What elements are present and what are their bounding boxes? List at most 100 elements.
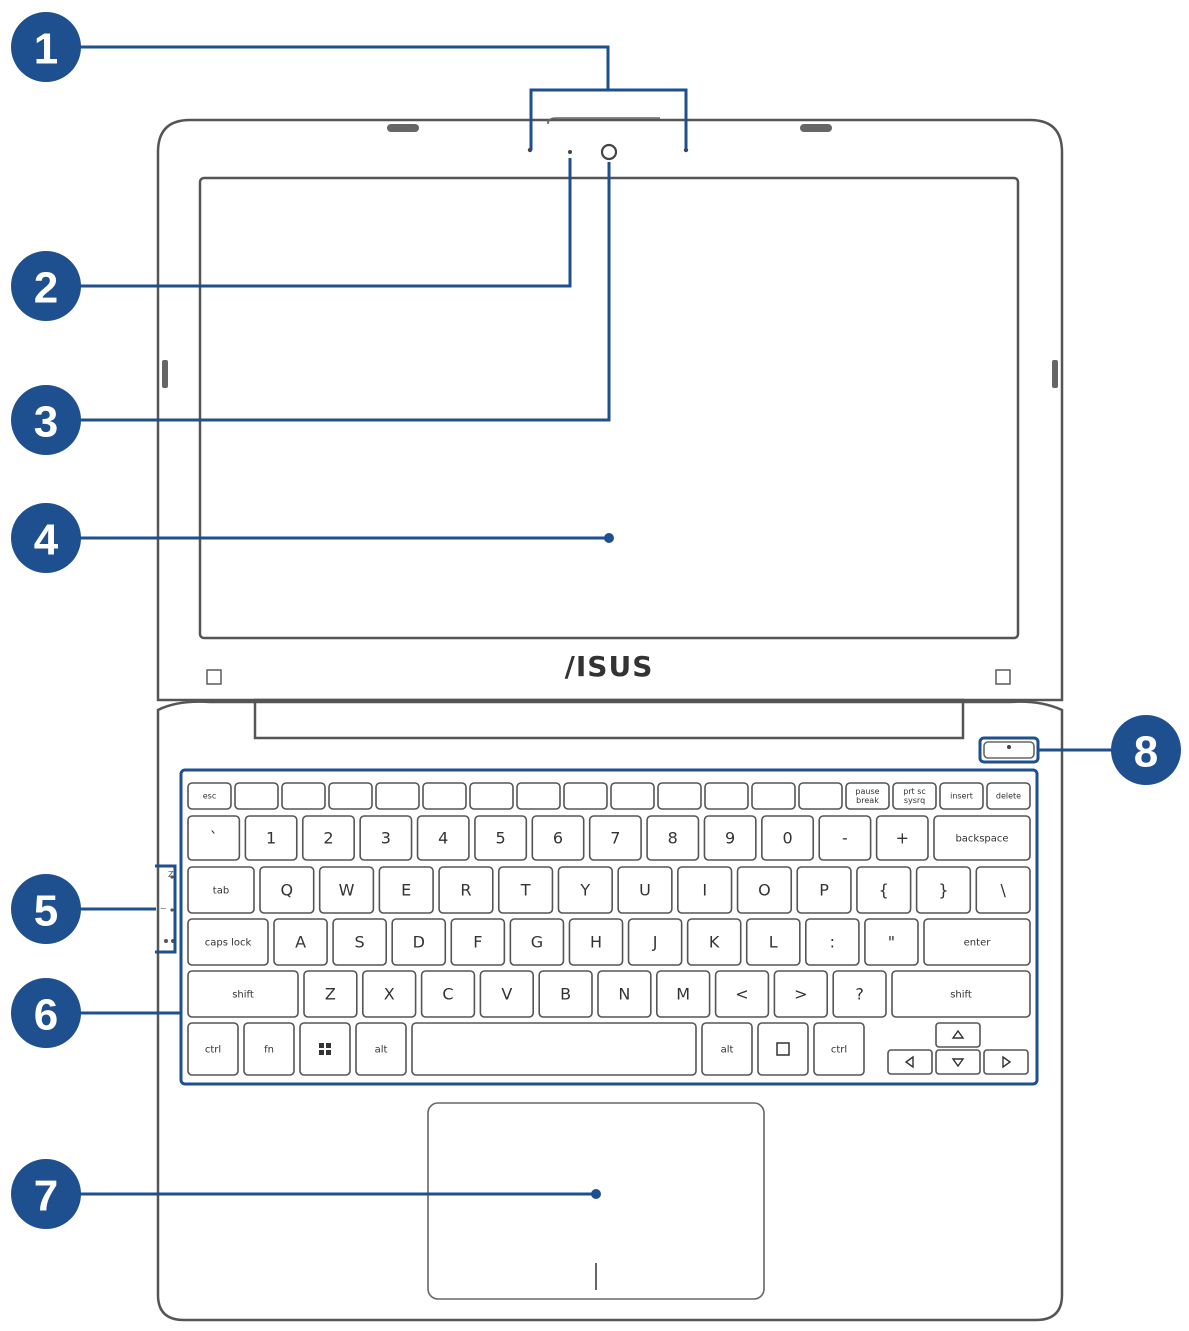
arrow-up-icon[interactable] [935,1022,981,1048]
key-e[interactable]: E [378,866,434,914]
key-label: : [830,932,835,951]
key-l[interactable]: L [745,918,801,966]
key-i[interactable]: I [677,866,733,914]
key-label: esc [203,792,217,801]
status-indicators: Z ~ [160,870,175,943]
key-blank[interactable] [375,782,420,810]
key-backspace[interactable]: backspace [933,815,1031,861]
key-w[interactable]: W [318,866,375,914]
key-fn[interactable]: fn [243,1022,295,1076]
key-d[interactable]: D [391,918,447,966]
key-enter[interactable]: enter [923,918,1031,966]
key-?[interactable]: ? [832,970,887,1018]
key-alt[interactable]: alt [355,1022,407,1076]
key-b[interactable]: B [538,970,593,1018]
key-esc[interactable]: esc [187,782,232,810]
key-f[interactable]: F [450,918,506,966]
key-{[interactable]: { [856,866,912,914]
key-blank[interactable] [704,782,749,810]
callout-4-number: 4 [34,516,59,565]
key-blank[interactable] [610,782,655,810]
key-blank[interactable] [757,1022,809,1076]
key-<[interactable]: < [714,970,770,1018]
key-3[interactable]: 3 [359,815,413,861]
key-8[interactable]: 8 [646,815,700,861]
arrow-left-icon[interactable] [887,1049,933,1075]
key-blank[interactable] [299,1022,351,1076]
key-label: F [473,932,482,951]
key-a[interactable]: A [273,918,328,966]
key-4[interactable]: 4 [416,815,470,861]
key-shift[interactable]: shift [187,970,299,1018]
key-blank[interactable] [411,1022,697,1076]
key--[interactable]: - [818,815,872,861]
key-7[interactable]: 7 [588,815,642,861]
key-blank[interactable] [563,782,608,810]
key-\[interactable]: \ [975,866,1031,914]
key->[interactable]: > [773,970,829,1018]
key-0[interactable]: 0 [761,815,815,861]
key-6[interactable]: 6 [531,815,585,861]
key-blank[interactable] [328,782,373,810]
key-blank[interactable] [751,782,796,810]
key-blank[interactable] [516,782,561,810]
key-n[interactable]: N [597,970,652,1018]
key-shift[interactable]: shift [891,970,1031,1018]
key-u[interactable]: U [617,866,673,914]
key-ctrl[interactable]: ctrl [813,1022,865,1076]
callout-3-number: 3 [34,398,58,447]
key-s[interactable]: S [332,918,387,966]
key-5[interactable]: 5 [474,815,528,861]
arrow-right-icon[interactable] [983,1049,1029,1075]
key-:[interactable]: : [805,918,860,966]
key-g[interactable]: G [509,918,565,966]
key-z[interactable]: Z [303,970,358,1018]
key-ctrl[interactable]: ctrl [187,1022,239,1076]
key-insert[interactable]: insert [939,782,984,810]
key-}[interactable]: } [915,866,972,914]
key-t[interactable]: T [497,866,554,914]
key-y[interactable]: Y [557,866,613,914]
key-2[interactable]: 2 [301,815,355,861]
key-blank[interactable] [281,782,326,810]
key-blank[interactable] [469,782,514,810]
power-button-icon[interactable] [983,741,1035,759]
key-blank[interactable] [798,782,843,810]
key-blank[interactable] [234,782,279,810]
key-c[interactable]: C [420,970,476,1018]
key-o[interactable]: O [736,866,793,914]
key-label: shift [950,989,972,1000]
key-1[interactable]: 1 [244,815,298,861]
key-alt[interactable]: alt [701,1022,753,1076]
callout-8: 8 [1111,715,1181,785]
key-k[interactable]: K [686,918,742,966]
key-m[interactable]: M [655,970,711,1018]
key-label: 6 [553,828,563,847]
key-label: R [460,880,471,899]
key-label: fn [264,1044,274,1055]
key-blank[interactable] [657,782,702,810]
key-p[interactable]: P [796,866,852,914]
key-+[interactable]: + [875,815,929,861]
key-h[interactable]: H [568,918,624,966]
key-j[interactable]: J [627,918,683,966]
key-`[interactable]: ` [187,815,241,861]
key-v[interactable]: V [479,970,534,1018]
key-r[interactable]: R [438,866,494,914]
key-"[interactable]: " [864,918,919,966]
key-x[interactable]: X [361,970,417,1018]
key-tab[interactable]: tab [187,866,255,914]
key-q[interactable]: Q [259,866,315,914]
arrow-down-icon[interactable] [935,1049,981,1075]
key-label: 5 [496,828,506,847]
key-9[interactable]: 9 [703,815,757,861]
key-caps-lock[interactable]: caps lock [187,918,269,966]
key-label: X [384,984,395,1003]
lid-bumper-left [387,124,419,132]
key-blank[interactable] [422,782,467,810]
touchpad[interactable] [427,1102,765,1300]
callout-5-number: 5 [34,887,58,936]
key-delete[interactable]: delete [986,782,1031,810]
